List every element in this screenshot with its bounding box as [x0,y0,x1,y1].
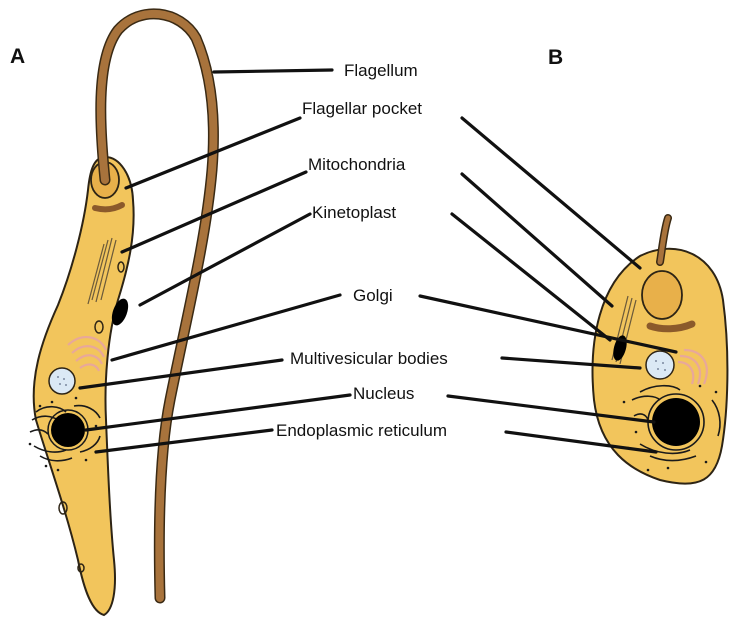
panel-b-label: B [548,46,563,69]
amastigote-cell [593,218,728,484]
label-multivesicular-bodies: Multivesicular bodies [290,349,448,368]
leader-er-a [96,430,272,452]
label-golgi: Golgi [353,286,393,305]
multivesicular-body-a [49,368,75,394]
leader-flagellum [214,70,332,72]
label-mitochondria: Mitochondria [308,155,406,174]
structure-labels: Flagellum Flagellar pocket Mitochondria … [276,61,448,440]
label-endoplasmic-reticulum: Endoplasmic reticulum [276,421,447,440]
nucleus-a [51,413,85,447]
multivesicular-body-b [646,351,674,379]
label-flagellum: Flagellum [344,61,418,80]
flagellar-pocket-b [642,271,682,319]
label-flagellar-pocket: Flagellar pocket [302,99,422,118]
label-nucleus: Nucleus [353,384,414,403]
label-kinetoplast: Kinetoplast [312,203,396,222]
leader-kinetoplast-a [140,214,310,305]
panel-a-label: A [10,45,25,68]
nucleus-b [652,398,700,446]
leader-flagellar-pocket-b [462,118,640,268]
promastigote-cell [29,14,214,615]
